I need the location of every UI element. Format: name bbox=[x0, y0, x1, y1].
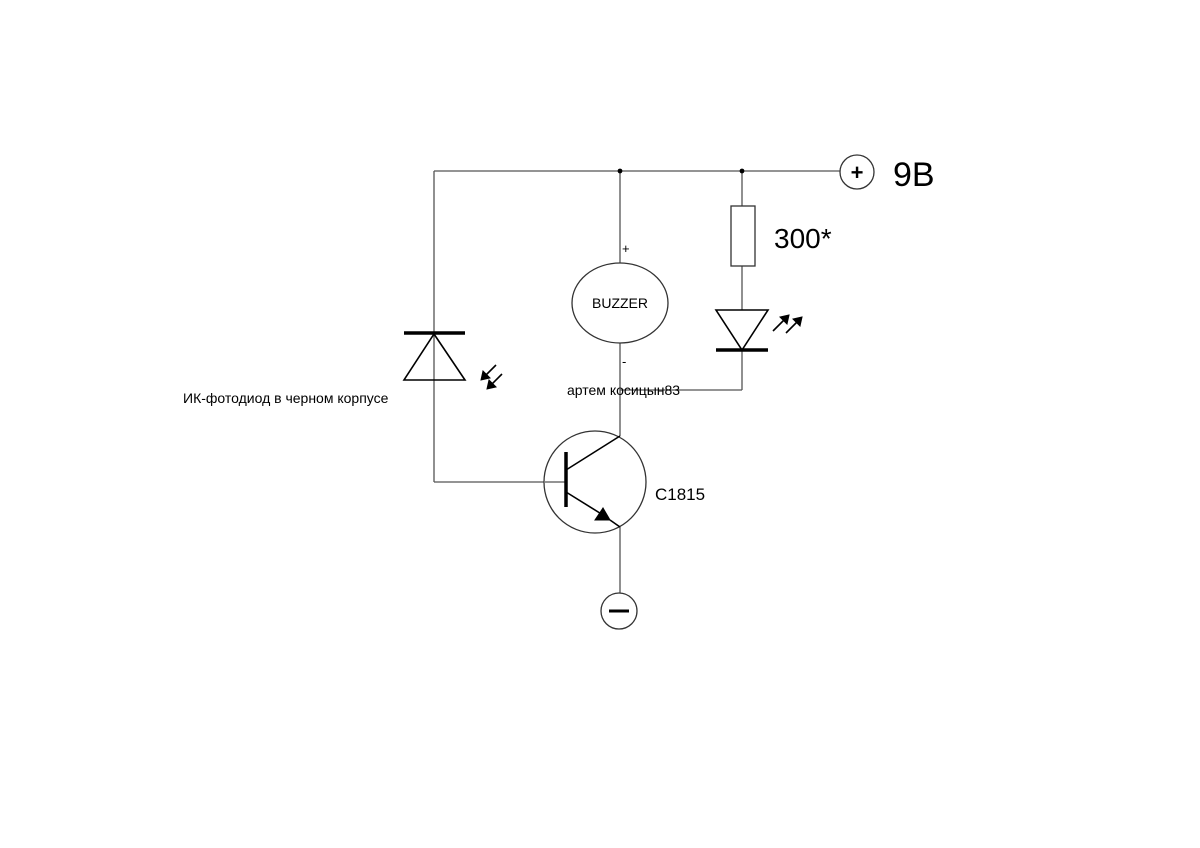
buzzer-plus-pin-label: + bbox=[622, 241, 630, 256]
photodiode-light-arrows-icon bbox=[480, 364, 503, 390]
buzzer: BUZZER bbox=[571, 262, 669, 344]
positive-terminal: + bbox=[839, 154, 875, 190]
junction-dot bbox=[617, 168, 623, 174]
junction-dot bbox=[739, 168, 745, 174]
buzzer-minus-pin-label: - bbox=[622, 354, 626, 369]
resistor bbox=[730, 205, 756, 267]
led bbox=[714, 309, 770, 352]
positive-terminal-symbol: + bbox=[851, 160, 864, 185]
transistor bbox=[543, 430, 647, 534]
supply-voltage-label: 9В bbox=[893, 156, 935, 194]
led-light-arrows-icon bbox=[772, 314, 803, 334]
photodiode-caption: ИК-фотодиод в черном корпусе bbox=[183, 390, 389, 406]
watermark-text: артем косицын83 bbox=[567, 382, 680, 398]
resistor-value-label: 300* bbox=[774, 223, 832, 254]
negative-terminal bbox=[600, 592, 638, 630]
transistor-model-label: C1815 bbox=[655, 485, 705, 504]
wires bbox=[433, 168, 840, 595]
photodiode bbox=[402, 331, 467, 381]
buzzer-label: BUZZER bbox=[592, 295, 648, 311]
